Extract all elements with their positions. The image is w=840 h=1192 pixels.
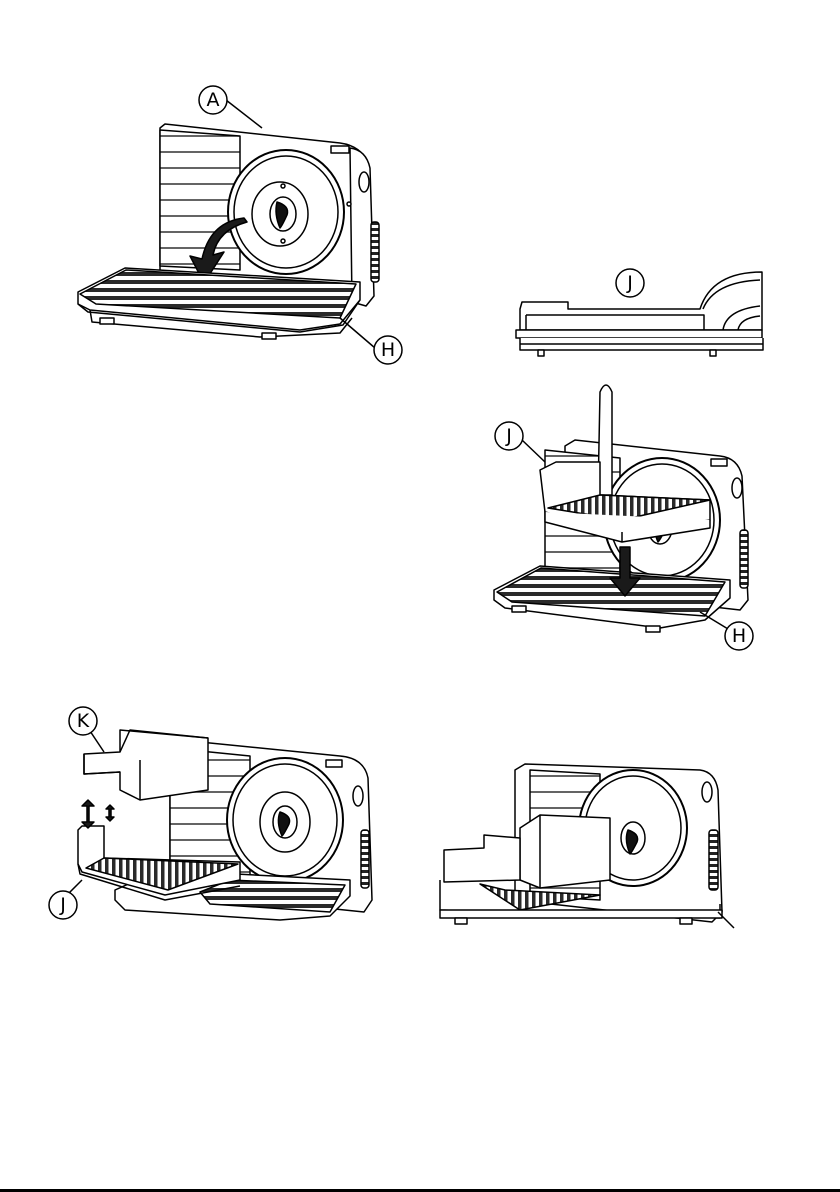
label-h-fig3: H [732, 625, 746, 647]
label-j-fig3: J [505, 425, 512, 447]
label-j-fig4: J [59, 894, 66, 916]
figure-5-slicer-assembled [440, 764, 734, 928]
label-k: K [77, 710, 90, 732]
figure-1-slicer [78, 100, 379, 348]
label-a: A [207, 89, 220, 111]
figure-3-slicer [494, 385, 748, 632]
label-h-fig1: H [381, 339, 395, 361]
label-j-fig2: J [626, 272, 633, 294]
figure-4-slicer [64, 728, 372, 920]
